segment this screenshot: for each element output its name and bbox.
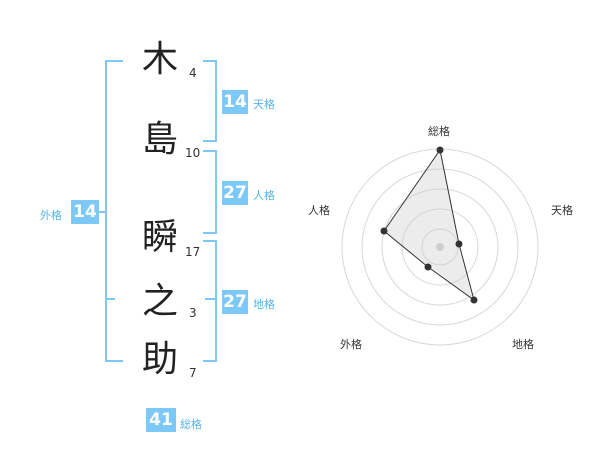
kanji-3: 瞬 <box>141 217 178 258</box>
jinkaku-label: 人格 <box>253 189 275 202</box>
radar-point-gaikaku <box>424 263 432 271</box>
jinkaku-bracket <box>203 150 217 234</box>
tenkaku-bracket <box>203 60 217 142</box>
radar-point-chikaku <box>470 296 478 304</box>
gaikaku-value: 14 <box>71 200 99 224</box>
stroke-count-5: 7 <box>189 366 197 380</box>
radar-point-soukaku <box>436 146 444 154</box>
radar-point-jinkaku <box>380 227 388 235</box>
soukaku-label: 総格 <box>180 418 202 431</box>
kanji-5: 助 <box>141 339 178 380</box>
tenkaku-label: 天格 <box>253 98 275 111</box>
stroke-count-4: 3 <box>189 306 197 320</box>
radar-label-soukaku: 総格 <box>428 125 450 138</box>
radar-label-gaikaku: 外格 <box>340 338 362 351</box>
radar-shape <box>383 148 475 302</box>
radar-label-chikaku: 地格 <box>512 338 534 351</box>
chikaku-label: 地格 <box>253 298 275 311</box>
chikaku-bracket <box>203 240 217 362</box>
chikaku-value: 27 <box>222 290 248 314</box>
gaikaku-label: 外格 <box>40 209 62 222</box>
chikaku-bracket-midtick <box>205 298 215 300</box>
stroke-count-1: 4 <box>189 66 197 80</box>
stroke-count-3: 17 <box>185 245 201 259</box>
gaikaku-bracket-connector <box>95 211 105 213</box>
tenkaku-value: 14 <box>222 90 248 114</box>
kanji-4: 之 <box>141 281 178 322</box>
kanji-2: 島 <box>141 119 178 160</box>
radar-center-dot <box>436 243 444 251</box>
radar-point-tenkaku <box>455 240 463 248</box>
radar-label-jinkaku: 人格 <box>308 204 330 217</box>
radar-points <box>380 146 478 304</box>
gaikaku-bracket-midtick <box>105 298 115 300</box>
stroke-count-2: 10 <box>185 146 201 160</box>
kanji-1: 木 <box>141 39 178 80</box>
soukaku-value: 41 <box>146 408 176 432</box>
radar-label-tenkaku: 天格 <box>551 204 573 217</box>
jinkaku-value: 27 <box>222 181 248 205</box>
fortune-radar-chart <box>341 146 539 346</box>
gaikaku-bracket <box>105 60 123 362</box>
